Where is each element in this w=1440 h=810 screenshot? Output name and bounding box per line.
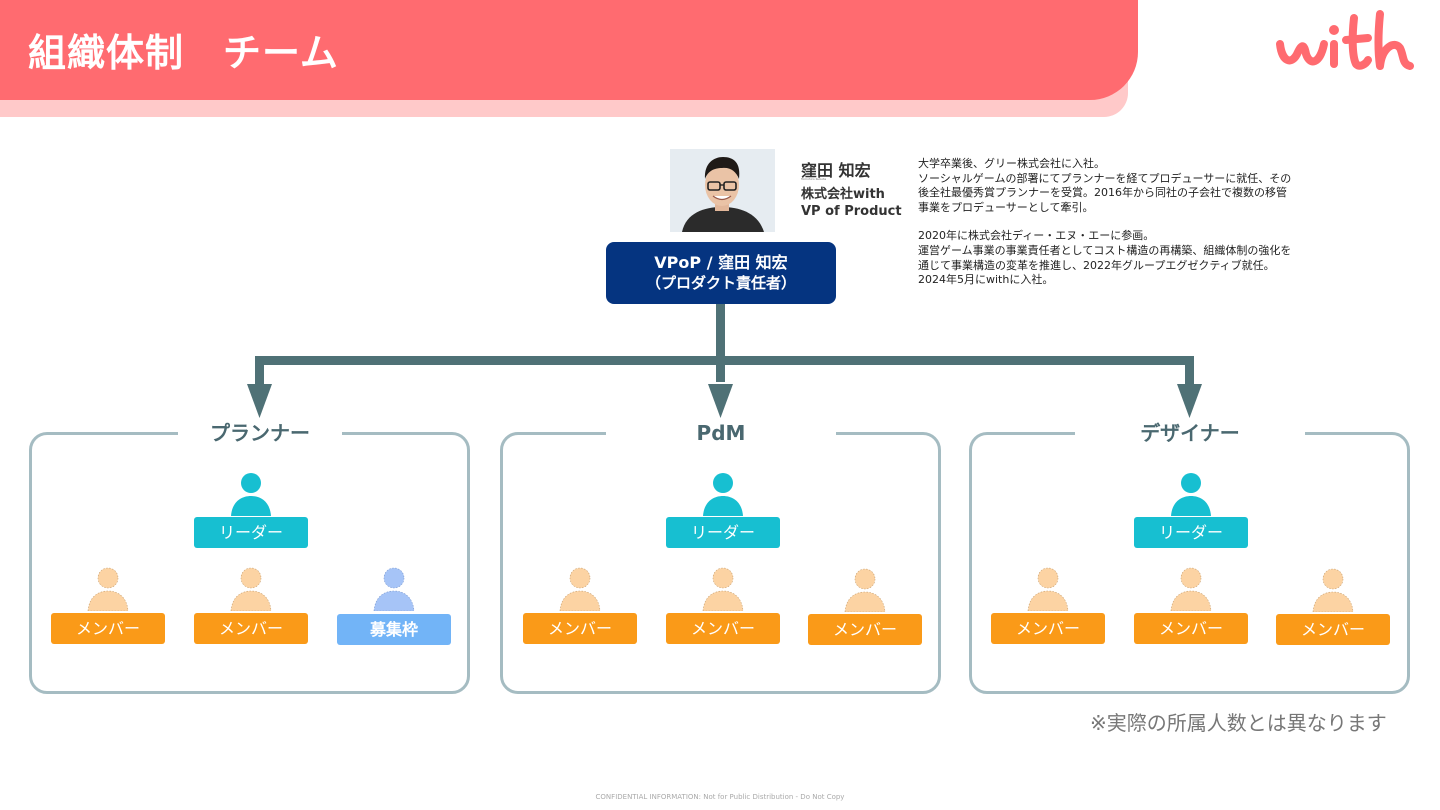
bio-line: 後全社最優秀賞プランナーを受賞。2016年から同社の子会社で複数の移管 (918, 186, 1287, 200)
arrow-down-icon (1177, 384, 1202, 418)
member-person-icon (1169, 567, 1213, 611)
bio-line: 通じて事業構造の変革を推進し、2022年グループエグゼクティブ就任。 (918, 258, 1275, 272)
member-person-icon (86, 567, 130, 611)
vpop-subtitle: （プロダクト責任者） (645, 274, 796, 292)
profile-role: VP of Product (801, 204, 902, 219)
arrow-down-icon (247, 384, 272, 418)
bio-line: 2024年5月にwithに入社。 (918, 273, 1054, 287)
member-person-icon (1311, 568, 1355, 612)
trunk-line (716, 304, 725, 382)
bio-spacer (918, 215, 1338, 229)
member-tag: メンバー (808, 614, 922, 645)
bio-line: 2020年に株式会社ディー・エヌ・エーに参画。 (918, 229, 1155, 243)
team-label-designer: デザイナー (1075, 418, 1305, 448)
member-person-icon (1026, 567, 1070, 611)
leader-tag: リーダー (666, 517, 780, 548)
profile-photo (670, 149, 775, 232)
member-tag: メンバー (194, 613, 308, 644)
member-person-icon (701, 567, 745, 611)
branch-line (255, 356, 1194, 365)
vpop-box: VPoP / 窪田 知宏 （プロダクト責任者） (606, 242, 836, 304)
member-person-icon (843, 568, 887, 612)
member-person-icon (558, 567, 602, 611)
member-tag: メンバー (666, 613, 780, 644)
member-tag: メンバー (1276, 614, 1390, 645)
profile-romaji: Tomohiro Kubota (801, 177, 827, 181)
member-tag: メンバー (51, 613, 165, 644)
drop-line-planner (255, 356, 264, 386)
leader-person-icon (701, 472, 745, 516)
team-label-pdm: PdM (606, 418, 836, 448)
member-person-icon (229, 567, 273, 611)
page-title: 組織体制 チーム (28, 31, 339, 75)
member-tag: メンバー (523, 613, 637, 644)
bio-line: ソーシャルゲームの部署にてプランナーを経てプロデューサーに就任、その (918, 171, 1292, 185)
with-logo (1276, 10, 1414, 70)
vpop-title: VPoP / 窪田 知宏 (654, 253, 788, 272)
profile-bio: 大学卒業後、グリー株式会社に入社。 ソーシャルゲームの部署にてプランナーを経てプ… (918, 157, 1338, 288)
member-tag: メンバー (991, 613, 1105, 644)
team-label-planner: プランナー (178, 418, 342, 448)
arrow-down-icon (708, 384, 733, 418)
profile-company: 株式会社with (801, 187, 885, 202)
bio-line: 大学卒業後、グリー株式会社に入社。 (918, 157, 1105, 170)
footnote: ※実際の所属人数とは異なります (1090, 711, 1387, 735)
drop-line-designer (1185, 356, 1194, 386)
header-band (0, 0, 1138, 100)
leader-tag: リーダー (194, 517, 308, 548)
bio-line: 運営ゲーム事業の事業責任者としてコスト構造の再構築、組織体制の強化を (918, 243, 1292, 257)
recruit-person-icon (372, 567, 416, 611)
confidential-notice: CONFIDENTIAL INFORMATION: Not for Public… (595, 793, 845, 801)
profile-name: 窪田 知宏 (801, 161, 871, 180)
leader-tag: リーダー (1134, 517, 1248, 548)
leader-person-icon (1169, 472, 1213, 516)
leader-person-icon (229, 472, 273, 516)
member-tag: メンバー (1134, 613, 1248, 644)
bio-line: 事業をプロデューサーとして牽引。 (918, 200, 1094, 214)
recruit-tag: 募集枠 (337, 614, 451, 645)
